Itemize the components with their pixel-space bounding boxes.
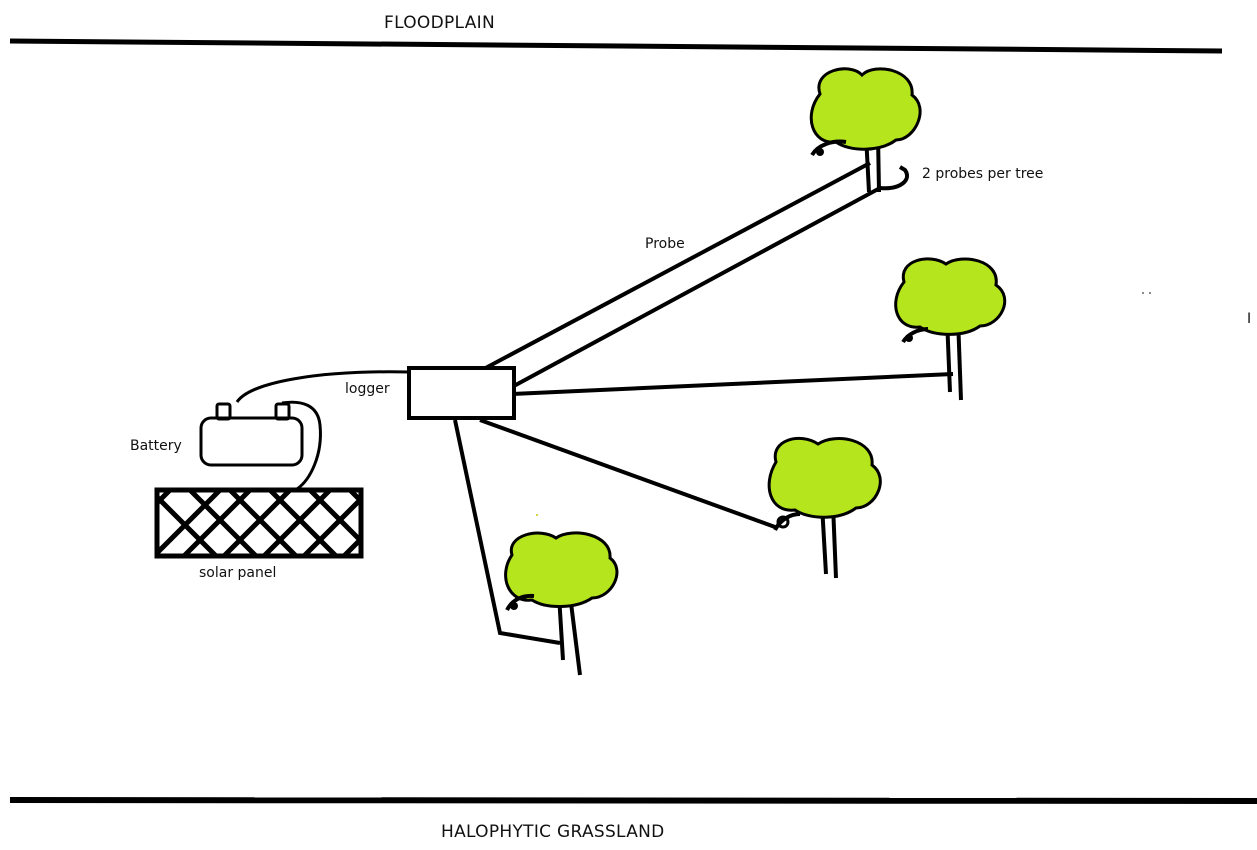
tree-canopy [767, 436, 882, 519]
tree-canopy [504, 531, 619, 608]
probe-sensor [810, 139, 847, 157]
probe-sensor [505, 593, 535, 611]
tree-canopy [809, 67, 922, 151]
solar-panel-label: solar panel [199, 565, 277, 581]
floodplain-label: FLOODPLAIN [384, 13, 495, 33]
tree-3 [767, 436, 882, 579]
panel-battery-cable [281, 400, 322, 491]
stray-dot [1149, 292, 1151, 294]
stray-dot [536, 514, 538, 516]
tree-2 [894, 257, 1007, 401]
battery-logger-cable [235, 370, 411, 403]
grassland-label: HALOPHYTIC GRASSLAND [441, 822, 665, 842]
stray-dot [1142, 292, 1144, 294]
tree-canopy [894, 257, 1007, 336]
stray-mark-label: I [1247, 311, 1252, 327]
tree-4 [504, 531, 619, 676]
solar-panel [154, 487, 364, 559]
grassland-boundary-line [9, 797, 1257, 804]
logger-box [407, 366, 516, 420]
probe-cables [453, 161, 954, 645]
tree-1 [809, 67, 922, 193]
floodplain-boundary-line [9, 38, 1223, 54]
battery-label: Battery [130, 438, 182, 454]
probe-sensor [901, 327, 929, 344]
probe-label: Probe [645, 236, 685, 252]
probes-per-tree-label: 2 probes per tree [922, 166, 1044, 182]
battery [199, 402, 304, 467]
logger-label: logger [345, 381, 390, 397]
